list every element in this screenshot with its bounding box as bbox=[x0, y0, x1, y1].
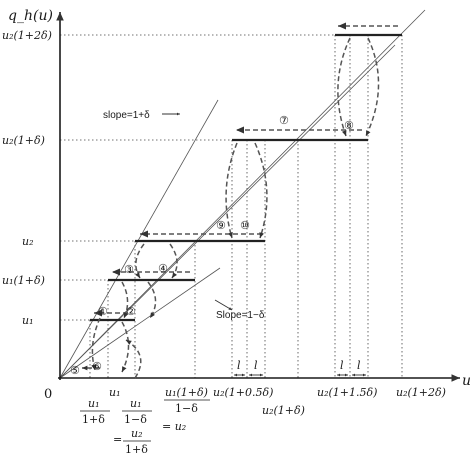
dashed-arrows bbox=[82, 22, 398, 371]
x-label-u2-1p05d: u₂(1+0.5δ) bbox=[213, 386, 273, 399]
x-label-u2-over-1pd: = u₂ 1+δ bbox=[113, 427, 151, 456]
marker-6: ⑥ bbox=[92, 360, 102, 373]
marker-7: ⑦ bbox=[279, 114, 289, 127]
y-label-u1-1pd: u₁(1+δ) bbox=[2, 274, 45, 287]
svg-text:u₁(1+δ): u₁(1+δ) bbox=[165, 386, 208, 399]
l-label-left-1: l bbox=[237, 359, 241, 372]
svg-text:=: = bbox=[113, 433, 122, 446]
marker-10: ⑩ bbox=[240, 219, 250, 232]
y-axis-label: q_h(u) bbox=[8, 8, 53, 24]
y-label-u2-1pd: u₂(1+δ) bbox=[2, 134, 45, 147]
origin-label: 0 bbox=[44, 387, 52, 402]
dotted-guides bbox=[60, 34, 403, 378]
svg-text:1+δ: 1+δ bbox=[125, 443, 148, 456]
x-label-u1: u₁ bbox=[109, 386, 121, 399]
x-axis-label: u bbox=[462, 373, 471, 389]
svg-text:1+δ: 1+δ bbox=[82, 413, 105, 426]
svg-text:= u₂: = u₂ bbox=[162, 420, 186, 433]
x-label-u1-1pd-over-1md: u₁(1+δ) 1−δ = u₂ bbox=[162, 386, 210, 433]
l-label-left-2: l bbox=[254, 359, 258, 372]
y-label-u2-1p2d: u₂(1+2δ) bbox=[2, 29, 52, 42]
svg-text:u₁: u₁ bbox=[130, 397, 142, 410]
quantizer-steps bbox=[90, 33, 402, 322]
dashed-curves bbox=[91, 37, 380, 379]
marker-9: ⑨ bbox=[216, 219, 226, 232]
x-label-u1-over-1md: u₁ 1−δ bbox=[122, 397, 152, 426]
l-label-right-2: l bbox=[357, 359, 361, 372]
marker-5: ⑤ bbox=[70, 364, 80, 377]
x-label-u2-1pd: u₂(1+δ) bbox=[262, 404, 305, 417]
svg-text:1−δ: 1−δ bbox=[175, 402, 198, 415]
svg-text:1−δ: 1−δ bbox=[124, 413, 147, 426]
marker-3: ③ bbox=[124, 263, 134, 276]
slope-lower-pointer bbox=[214, 299, 233, 311]
y-label-u2: u₂ bbox=[22, 235, 34, 248]
x-label-u2-1p15d: u₂(1+1.5δ) bbox=[317, 386, 377, 399]
y-label-u1: u₁ bbox=[22, 314, 34, 327]
marker-4: ④ bbox=[158, 262, 168, 275]
marker-8: ⑧ bbox=[344, 119, 354, 132]
slope-mid-line bbox=[59, 9, 426, 379]
slope-lower-line bbox=[59, 44, 396, 379]
svg-text:u₂: u₂ bbox=[131, 427, 143, 440]
l-label-right-1: l bbox=[340, 359, 344, 372]
slope-lowest-line bbox=[59, 267, 221, 379]
x-label-u2-1p2d: u₂(1+2δ) bbox=[396, 386, 446, 399]
svg-text:u₁: u₁ bbox=[88, 397, 100, 410]
x-label-u1-over-1pd: u₁ 1+δ bbox=[80, 397, 110, 426]
marker-1: ① bbox=[98, 305, 108, 318]
slope-upper-line bbox=[59, 99, 219, 379]
marker-2: ② bbox=[126, 305, 136, 318]
slope-upper-label: slope=1+δ bbox=[103, 110, 150, 121]
slope-lower-label: Slope=1−δ bbox=[216, 310, 265, 321]
